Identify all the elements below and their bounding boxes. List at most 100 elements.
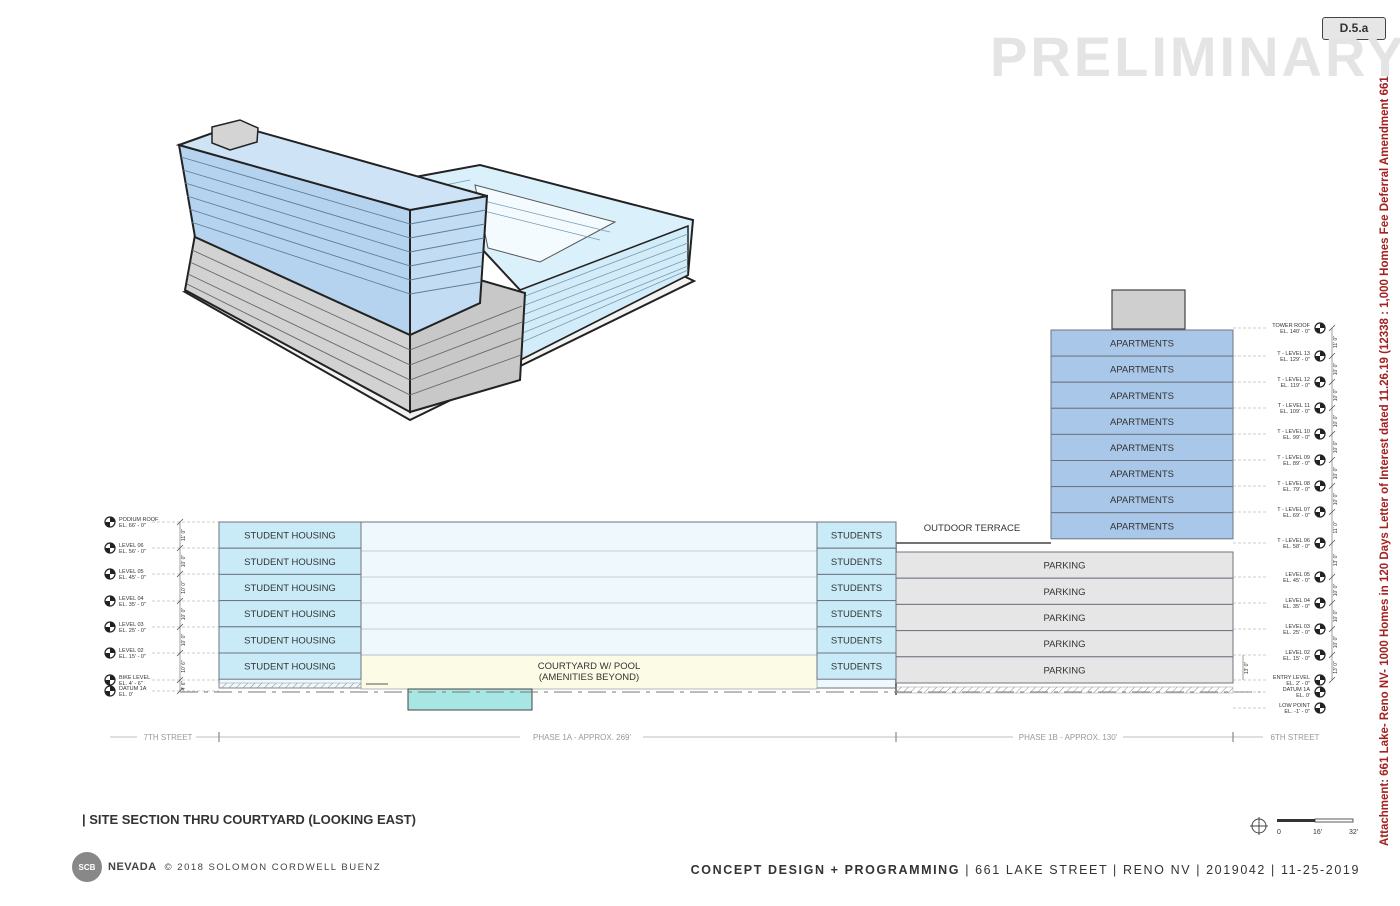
level-marker-icon (1314, 597, 1326, 609)
parking-floor (895, 630, 1234, 658)
apartments-label: APARTMENTS (1110, 443, 1174, 454)
apartments-label: APARTMENTS (1110, 391, 1174, 402)
level-name: LEVEL 03 (119, 622, 144, 628)
student-housing-label: STUDENT HOUSING (244, 531, 336, 542)
level-elevation: EL. 99' - 0" (1283, 435, 1310, 441)
parking-floor (895, 551, 1234, 579)
tower-and-podium (175, 119, 527, 414)
level-marker-icon (1314, 376, 1326, 388)
level-name: T - LEVEL 07 (1277, 507, 1310, 513)
apartments-label: APARTMENTS (1110, 365, 1174, 376)
level-marker-icon (104, 595, 116, 607)
street-label: 6TH STREET (1271, 733, 1320, 742)
dimension-value: 10' 0" (181, 581, 187, 594)
parking-floor (895, 603, 1234, 632)
level-elevation: EL. 35' - 0" (1283, 604, 1310, 610)
dimension-value: 10' 0" (1333, 467, 1339, 480)
level-elevation: EL. 45' - 0" (119, 575, 146, 581)
scale-label: 0 (1277, 829, 1281, 836)
level-elevation: EL. 25' - 0" (119, 628, 146, 634)
level-name: LEVEL 04 (119, 596, 144, 602)
level-marker-icon (1314, 402, 1326, 414)
level-marker-icon (1314, 480, 1326, 492)
pool (407, 688, 533, 711)
level-marker-icon (1314, 702, 1326, 714)
level-elevation: EL. 56' - 0" (119, 549, 146, 555)
apartment-floor (1050, 512, 1234, 540)
student-housing-floor (218, 626, 362, 654)
parking-label: PARKING (1043, 665, 1085, 676)
scb-logo: SCB (72, 852, 102, 882)
level-name: LEVEL 06 (119, 543, 144, 549)
level-elevation: EL. 119' - 0" (1280, 383, 1310, 389)
level-elevation: EL. 0' (1296, 693, 1310, 699)
dimension-value: 13' 0" (1244, 662, 1250, 675)
level-name: LEVEL 04 (1285, 598, 1310, 604)
section-title: | SITE SECTION THRU COURTYARD (LOOKING E… (82, 812, 416, 827)
dimension-value: 11' 0" (1333, 336, 1339, 348)
students-label: STUDENTS (831, 557, 882, 568)
apartment-floor (1050, 381, 1234, 409)
dimension-value: 10' 0" (1333, 389, 1339, 402)
dimension-value: 10' 0" (1333, 493, 1339, 506)
level-name: PODIUM ROOF (119, 517, 159, 523)
level-elevation: EL. 0' (119, 692, 133, 698)
level-elevation: EL. -1' - 0" (1284, 709, 1310, 715)
street-label: 7TH STREET (144, 733, 193, 742)
copyright: © 2018 SOLOMON CORDWELL BUENZ (164, 861, 382, 873)
level-marker-icon (1314, 537, 1326, 549)
students-floor (816, 652, 897, 680)
sheet-number-badge: D.5.a (1322, 17, 1386, 40)
student-housing-floor (218, 652, 362, 680)
level-marker-icon (104, 542, 116, 554)
level-elevation: EL. 45' - 0" (1283, 578, 1310, 584)
dimension-value: 10' 0" (181, 555, 187, 568)
dimension-value: 11' 0" (181, 529, 187, 541)
dimension-value: 10' 0" (1333, 415, 1339, 428)
level-elevation: EL. 66' - 0" (119, 523, 146, 529)
parking-label: PARKING (1043, 613, 1085, 624)
project-phase: CONCEPT DESIGN + PROGRAMMING (690, 863, 961, 877)
students-label: STUDENTS (831, 662, 882, 673)
level-marker-icon (1314, 623, 1326, 635)
courtyard-label: COURTYARD W/ POOL (538, 661, 641, 672)
apartments-label: APARTMENTS (1110, 495, 1174, 506)
level-marker-icon (1314, 649, 1326, 661)
apartments-label: APARTMENTS (1110, 339, 1174, 350)
level-name: LEVEL 02 (1285, 650, 1310, 656)
phase-dimension: PHASE 1A - APPROX. 269' (533, 733, 631, 742)
scale-label: 16' (1313, 829, 1322, 836)
project-info: CONCEPT DESIGN + PROGRAMMING | 661 LAKE … (691, 863, 1360, 877)
level-marker-icon (1314, 571, 1326, 583)
parking-floor (895, 577, 1234, 605)
apartment-floor (1050, 355, 1234, 383)
level-marker-icon (1314, 674, 1326, 686)
level-marker-icon (1314, 454, 1326, 466)
level-marker-icon (1314, 686, 1326, 698)
dimension-value: 13' 0" (1333, 554, 1339, 567)
firm-region: NEVADA (108, 861, 157, 873)
students-label: STUDENTS (831, 531, 882, 542)
level-name: T - LEVEL 13 (1277, 351, 1310, 357)
level-name: LEVEL 02 (119, 648, 144, 654)
students-label: STUDENTS (831, 635, 882, 646)
student-housing-label: STUDENT HOUSING (244, 662, 336, 673)
students-floor (816, 521, 897, 549)
student-housing-label: STUDENT HOUSING (244, 583, 336, 594)
project-details: | 661 LAKE STREET | RENO NV | 2019042 | … (960, 863, 1360, 877)
preliminary-watermark: PRELIMINARY (990, 25, 1400, 88)
level-marker-icon (104, 516, 116, 528)
students-floor (816, 573, 897, 602)
apartments-label: APARTMENTS (1110, 521, 1174, 532)
level-name: DATUM 1A (119, 686, 147, 692)
level-name: TOWER ROOF (1272, 323, 1310, 329)
level-marker-icon (104, 674, 116, 686)
level-marker-icon (104, 621, 116, 633)
student-housing-label: STUDENT HOUSING (244, 635, 336, 646)
student-housing-label: STUDENT HOUSING (244, 609, 336, 620)
courtyard-label: (AMENITIES BEYOND) (539, 672, 639, 683)
level-marker-icon (104, 685, 116, 697)
level-marker-icon (104, 647, 116, 659)
level-name: T - LEVEL 12 (1277, 377, 1310, 383)
level-elevation: EL. 89' - 0" (1283, 461, 1310, 467)
